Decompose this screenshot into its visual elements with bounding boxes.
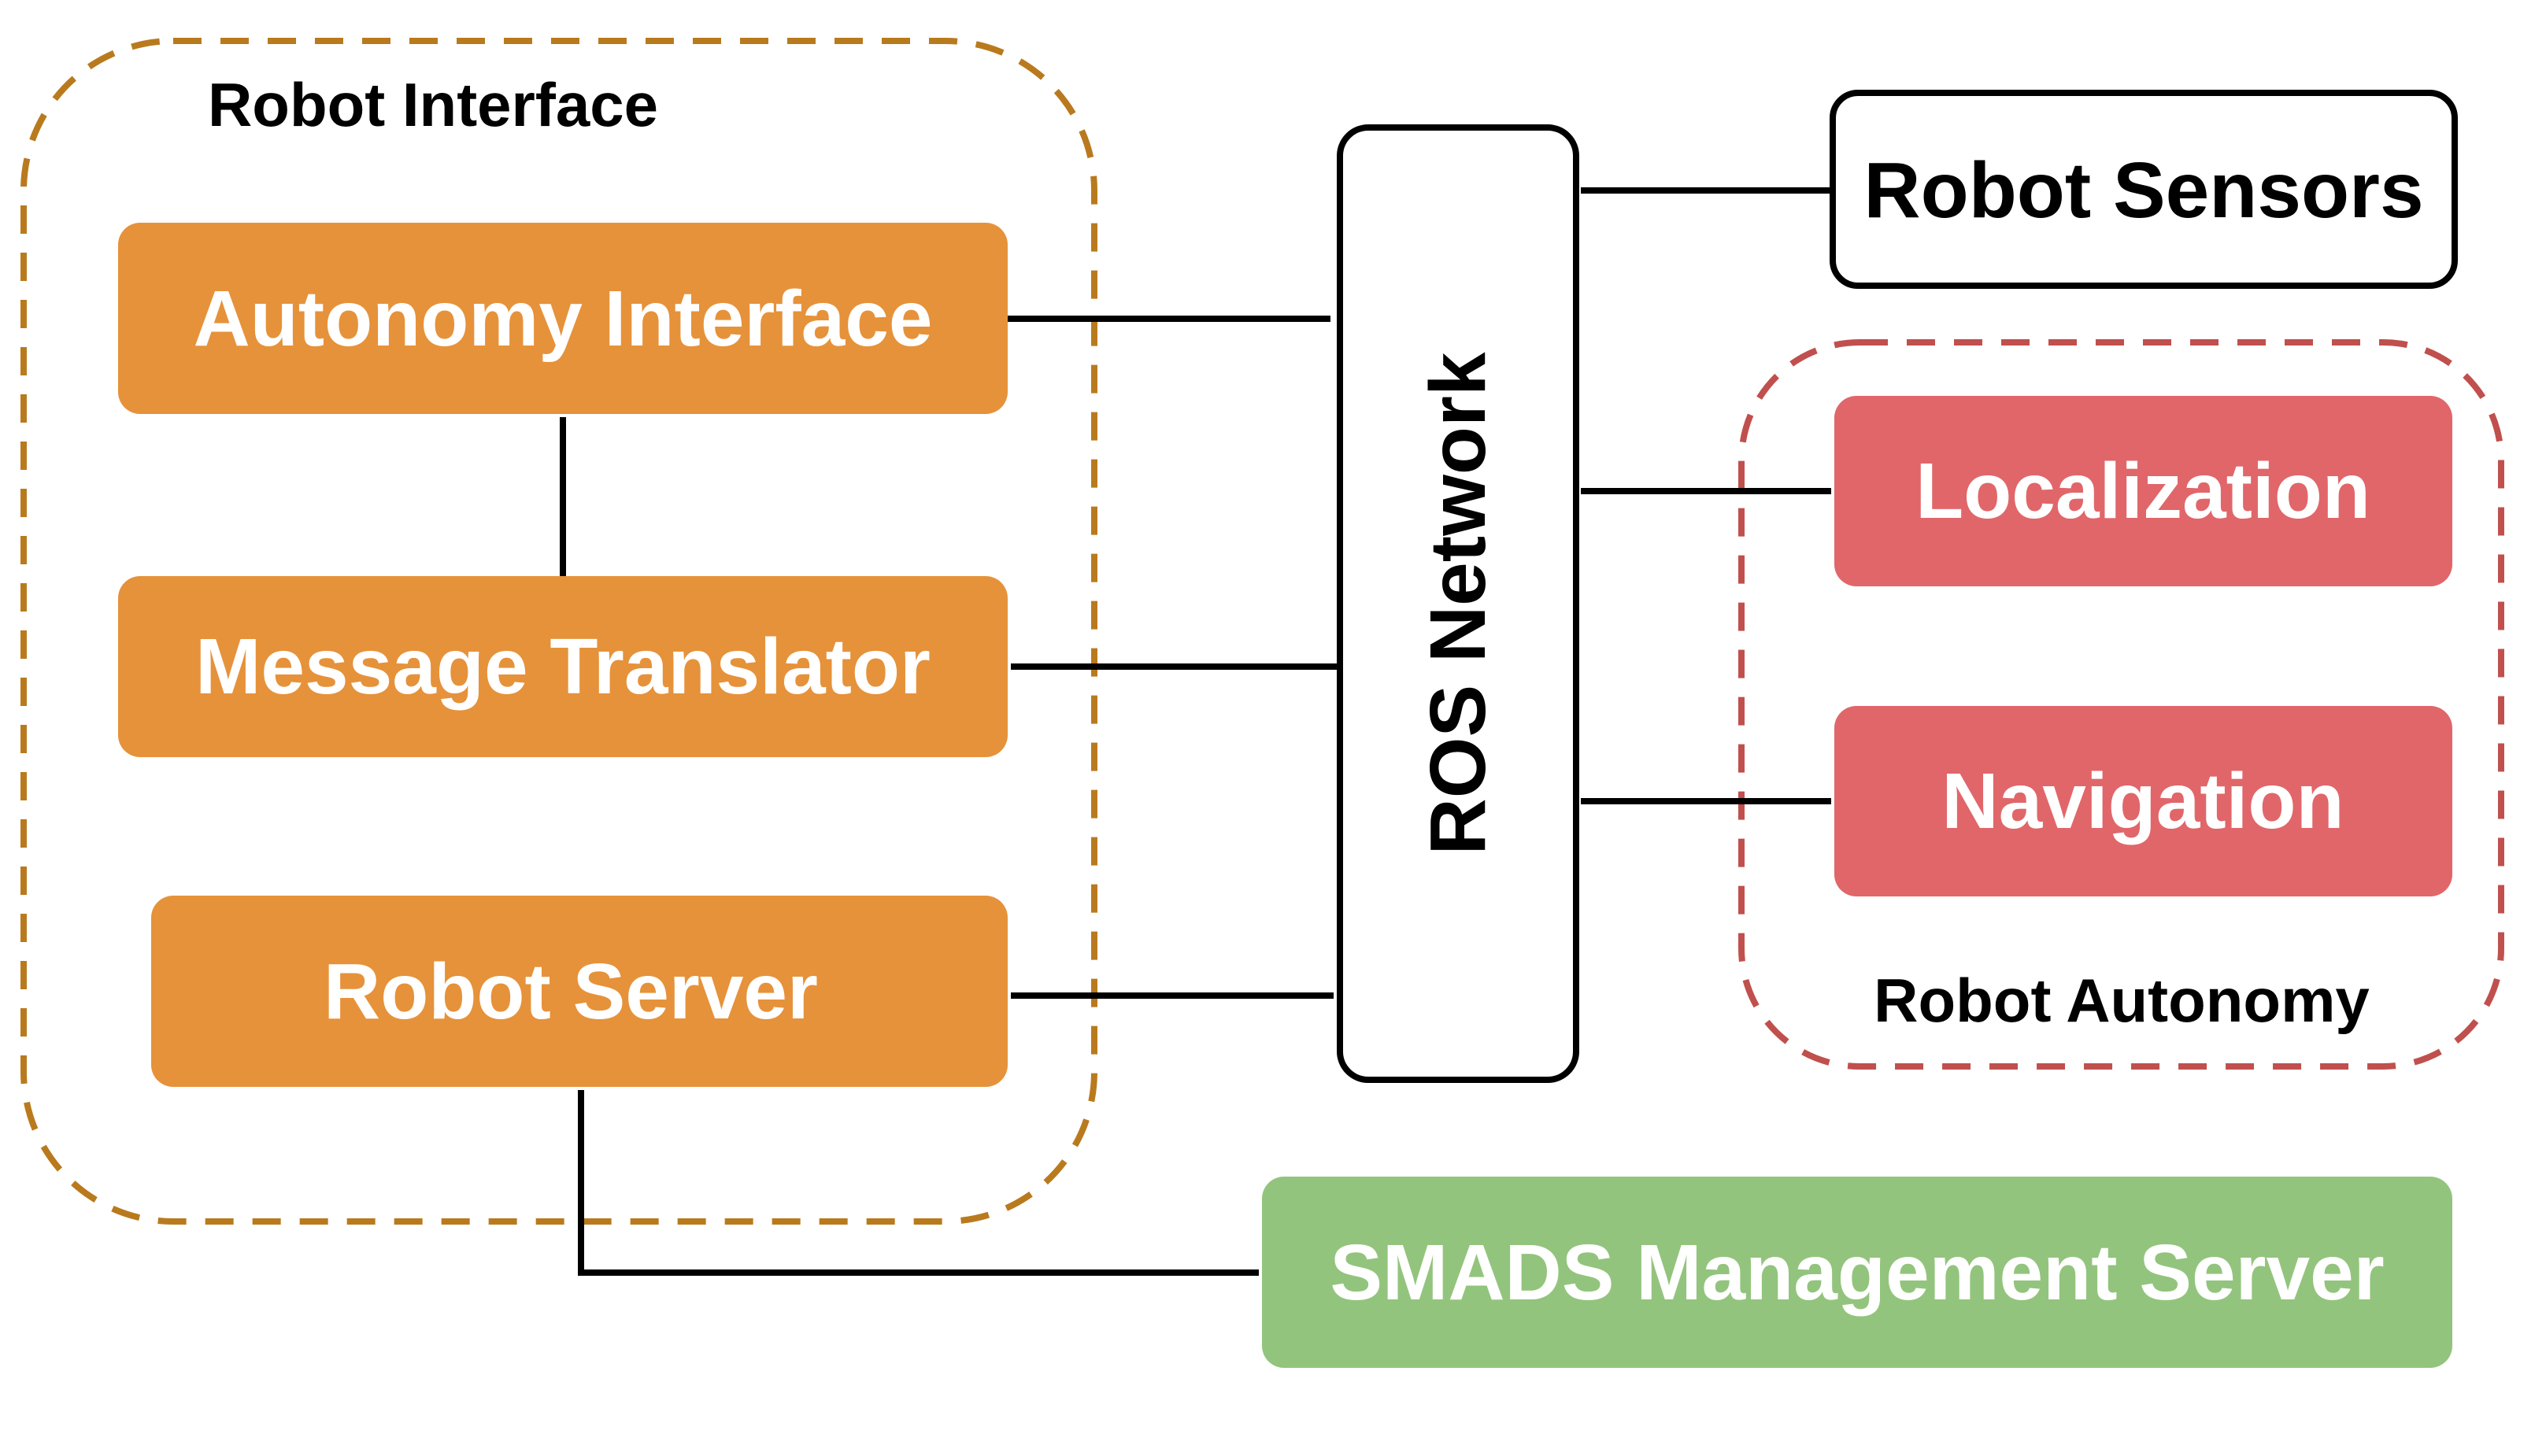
autonomy-interface-label: Autonomy Interface — [193, 275, 932, 363]
autonomy-interface-node: Autonomy Interface — [118, 223, 1008, 414]
robot-server-label: Robot Server — [324, 948, 818, 1036]
smads-management-server-label: SMADS Management Server — [1330, 1229, 2384, 1317]
robot-sensors-node: Robot Sensors — [1830, 90, 2458, 289]
localization-node: Localization — [1834, 396, 2452, 586]
ros-network-node: ROS Network — [1337, 124, 1579, 1083]
robot-server-node: Robot Server — [151, 896, 1008, 1087]
robot-interface-label: Robot Interface — [208, 70, 658, 139]
smads-management-server-node: SMADS Management Server — [1262, 1177, 2452, 1368]
localization-box — [1834, 396, 2452, 586]
robot-interface-border — [20, 38, 1097, 1225]
arrow-robot-server-smads-bidirectional — [578, 1090, 1259, 1276]
message-translator-label: Message Translator — [195, 623, 931, 711]
localization-label: Localization — [1915, 447, 2370, 535]
autonomy-interface-box — [118, 223, 1008, 414]
navigation-node: Navigation — [1834, 706, 2452, 896]
ros-network-box — [1337, 124, 1579, 1083]
navigation-label: Navigation — [1941, 757, 2344, 845]
robot-autonomy-border — [1738, 339, 2504, 1070]
navigation-box — [1834, 706, 2452, 896]
robot-server-box — [151, 896, 1008, 1087]
connections — [560, 187, 1833, 1276]
ros-network-label: ROS Network — [1414, 352, 1502, 855]
robot-sensors-label: Robot Sensors — [1863, 146, 2423, 235]
smads-management-server-box — [1262, 1177, 2452, 1368]
robot-interface-group: Robot Interface — [20, 38, 1097, 1225]
robot-autonomy-label: Robot Autonomy — [1874, 966, 2370, 1035]
message-translator-box — [118, 576, 1008, 757]
robot-autonomy-group: Robot Autonomy — [1738, 339, 2504, 1070]
message-translator-node: Message Translator — [118, 576, 1008, 757]
